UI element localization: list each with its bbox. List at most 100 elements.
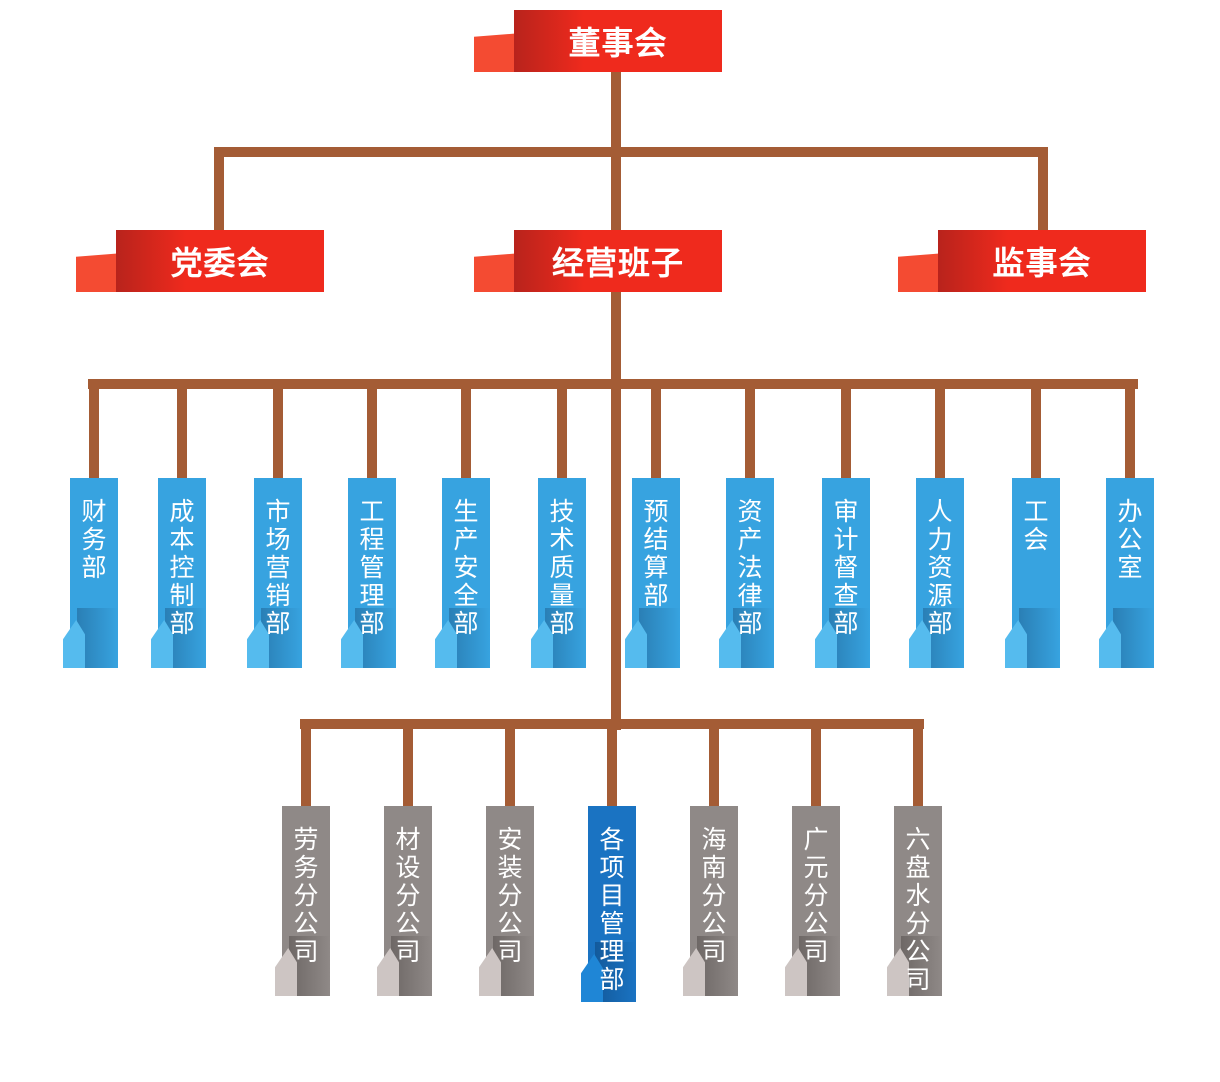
label-char: 部 — [833, 609, 859, 638]
label-char: 分 — [497, 881, 523, 910]
label-char: 市 — [265, 497, 291, 526]
node-label: 工会 — [1012, 498, 1060, 554]
drop-dept-3 — [367, 379, 377, 479]
label-char: 量 — [549, 581, 575, 610]
node-label: 党委会 — [170, 244, 270, 282]
label-char: 各 — [599, 825, 625, 854]
label-char: 司 — [803, 937, 829, 966]
label-char: 公 — [497, 909, 523, 938]
drop-dept-7 — [745, 379, 755, 479]
label-char: 本 — [169, 525, 195, 554]
label-char: 督 — [833, 553, 859, 582]
node-label: 经营班子 — [551, 244, 684, 282]
label-char: 资 — [737, 497, 763, 526]
node-label: 董事会 — [568, 24, 668, 62]
tag-flap — [719, 620, 741, 668]
tag-flap — [377, 948, 399, 996]
label-char: 司 — [701, 937, 727, 966]
node-management[interactable]: 经营班子 — [474, 230, 722, 294]
drop-dept-5 — [557, 379, 567, 479]
label-char: 务 — [293, 853, 319, 882]
label-char: 工 — [1023, 497, 1049, 526]
node-label: 办公室 — [1106, 498, 1154, 582]
ribbon-shade — [514, 10, 584, 72]
tag-flap — [151, 620, 173, 668]
label-char: 销 — [265, 581, 291, 610]
label-char: 营 — [265, 553, 291, 582]
ribbon-shade — [116, 230, 186, 292]
label-char: 室 — [1117, 553, 1143, 582]
label-char: 务 — [81, 525, 107, 554]
label-char: 会 — [1023, 525, 1049, 554]
node-label: 劳务分公司 — [282, 826, 330, 966]
tag-flap — [247, 620, 269, 668]
drop-branch-6 — [913, 719, 923, 809]
tag-flap — [531, 620, 553, 668]
node-label: 市场营销部 — [254, 498, 302, 638]
label-char: 劳 — [293, 825, 319, 854]
label-char: 安 — [453, 553, 479, 582]
label-char: 司 — [905, 965, 931, 994]
label-char: 控 — [169, 553, 195, 582]
tag-flap — [435, 620, 457, 668]
label-char: 全 — [453, 581, 479, 610]
label-char: 公 — [905, 937, 931, 966]
node-board[interactable]: 董事会 — [474, 10, 722, 74]
label-char: 海 — [701, 825, 727, 854]
trunk-main — [611, 290, 621, 730]
label-char: 部 — [927, 609, 953, 638]
label-char: 分 — [905, 909, 931, 938]
label-char: 审 — [833, 497, 859, 526]
label-char: 法 — [737, 553, 763, 582]
drop-dept-0 — [89, 379, 99, 479]
node-supervisory-board[interactable]: 监事会 — [898, 230, 1146, 294]
node-label: 工程管理部 — [348, 498, 396, 638]
node-party-committee[interactable]: 党委会 — [76, 230, 324, 294]
tag-flap — [625, 620, 647, 668]
node-label: 材设分公司 — [384, 826, 432, 966]
drop-dept-10 — [1031, 379, 1041, 479]
label-char: 部 — [169, 609, 195, 638]
label-char: 管 — [359, 553, 385, 582]
node-label: 资产法律部 — [726, 498, 774, 638]
label-char: 部 — [359, 609, 385, 638]
ribbon-shade — [514, 230, 584, 292]
label-char: 计 — [833, 525, 859, 554]
label-char: 源 — [927, 581, 953, 610]
node-label: 成本控制部 — [158, 498, 206, 638]
tag-flap — [275, 948, 297, 996]
label-char: 人 — [927, 497, 953, 526]
bar-departments — [88, 379, 1138, 389]
tag-flap — [887, 948, 909, 996]
node-label: 财务部 — [70, 498, 118, 582]
node-label: 监事会 — [992, 244, 1092, 282]
node-label: 审计督查部 — [822, 498, 870, 638]
label-char: 预 — [643, 497, 669, 526]
label-char: 制 — [169, 581, 195, 610]
label-char: 六 — [905, 825, 931, 854]
drop-dept-4 — [461, 379, 471, 479]
label-char: 装 — [497, 853, 523, 882]
node-label: 各项目管理部 — [588, 826, 636, 994]
tag-flap — [63, 620, 85, 668]
drop-supervisory — [1038, 147, 1048, 232]
label-char: 设 — [395, 853, 421, 882]
label-char: 办 — [1117, 497, 1143, 526]
node-label: 生产安全部 — [442, 498, 490, 638]
label-char: 生 — [453, 497, 479, 526]
label-char: 工 — [359, 497, 385, 526]
label-char: 目 — [599, 881, 625, 910]
drop-dept-2 — [273, 379, 283, 479]
label-char: 部 — [453, 609, 479, 638]
ribbon-body: 经营班子 — [514, 230, 722, 292]
ribbon-body: 党委会 — [116, 230, 324, 292]
drop-dept-9 — [935, 379, 945, 479]
label-char: 广 — [803, 825, 829, 854]
drop-dept-11 — [1125, 379, 1135, 479]
ribbon-shade — [938, 230, 1008, 292]
label-char: 部 — [643, 581, 669, 610]
label-char: 元 — [803, 853, 829, 882]
label-char: 管 — [599, 909, 625, 938]
tag-flap — [1099, 620, 1121, 668]
node-label: 预结算部 — [632, 498, 680, 610]
